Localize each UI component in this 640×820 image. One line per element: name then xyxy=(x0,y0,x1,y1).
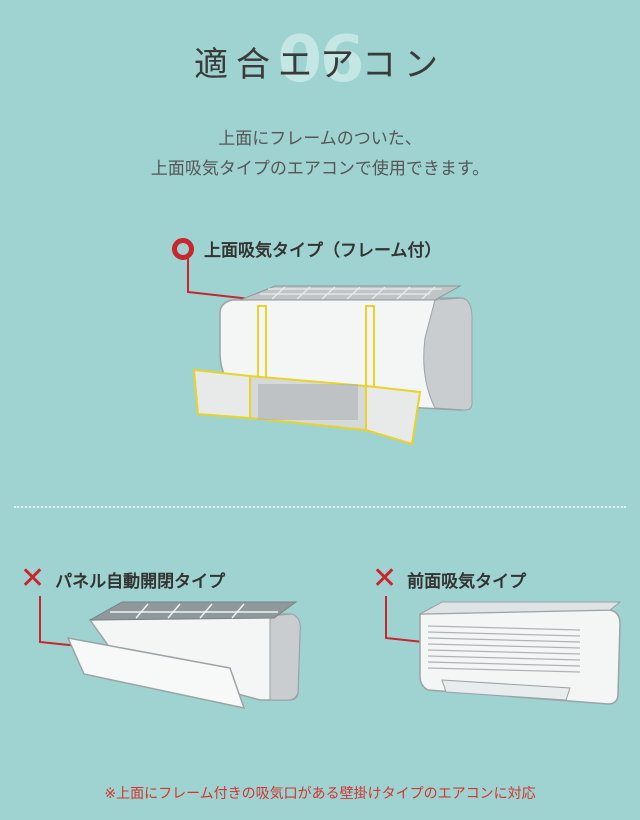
cross-icon: ✕ xyxy=(372,561,398,596)
top-intake-aircon-illustration xyxy=(187,258,473,446)
compatible-type-text: 上面吸気タイプ（フレーム付） xyxy=(204,241,442,261)
section-title: 適合エアコン xyxy=(194,45,446,85)
incompatible-type-label-2: ✕ 前面吸気タイプ xyxy=(372,564,526,594)
incompatible-type-text-1: パネル自動開閉タイプ xyxy=(55,571,226,592)
section-divider xyxy=(14,506,626,508)
section-number: 06 xyxy=(277,23,364,97)
cross-icon: ✕ xyxy=(20,561,46,596)
compatible-type-label: 上面吸気タイプ（フレーム付） xyxy=(172,236,442,261)
auto-panel-aircon-illustration xyxy=(39,596,301,710)
description-line-1: 上面にフレームのついた、 xyxy=(218,129,422,149)
front-intake-aircon-illustration xyxy=(385,596,622,705)
circle-icon xyxy=(172,237,194,260)
description-line-2: 上面吸気タイプのエアコンで使用できます。 xyxy=(150,159,490,179)
incompatible-type-text-2: 前面吸気タイプ xyxy=(407,571,527,592)
section-description: 上面にフレームのついた、 上面吸気タイプのエアコンで使用できます。 xyxy=(0,124,640,184)
compatibility-footnote: ※上面にフレーム付きの吸気口がある壁掛けタイプのエアコンに対応 xyxy=(104,786,536,802)
incompatible-type-label-1: ✕ パネル自動開閉タイプ xyxy=(20,564,225,594)
